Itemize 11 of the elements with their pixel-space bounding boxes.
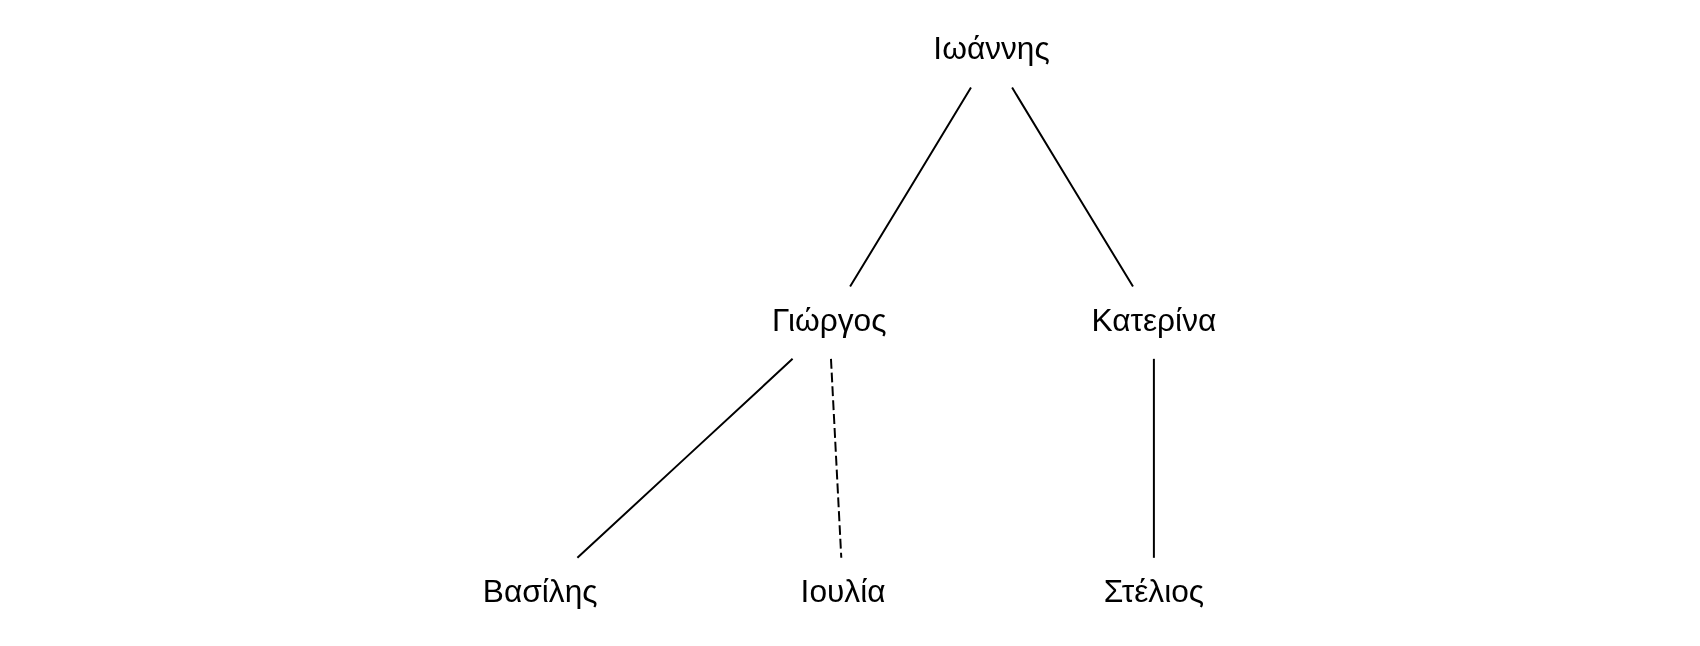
node-text: Γιώργος	[771, 301, 887, 338]
node-text: Κατερίνα	[1091, 301, 1217, 338]
connector	[1152, 357, 1155, 559]
node-text: Ιωάννης	[933, 30, 1050, 67]
connector	[1011, 86, 1134, 288]
connector	[830, 357, 843, 559]
node-text: Στέλιος	[1103, 572, 1205, 609]
node-text: Βασίλης	[482, 572, 598, 609]
connector	[849, 86, 972, 288]
node-text: Ιουλία	[800, 572, 886, 609]
connector	[576, 357, 794, 559]
